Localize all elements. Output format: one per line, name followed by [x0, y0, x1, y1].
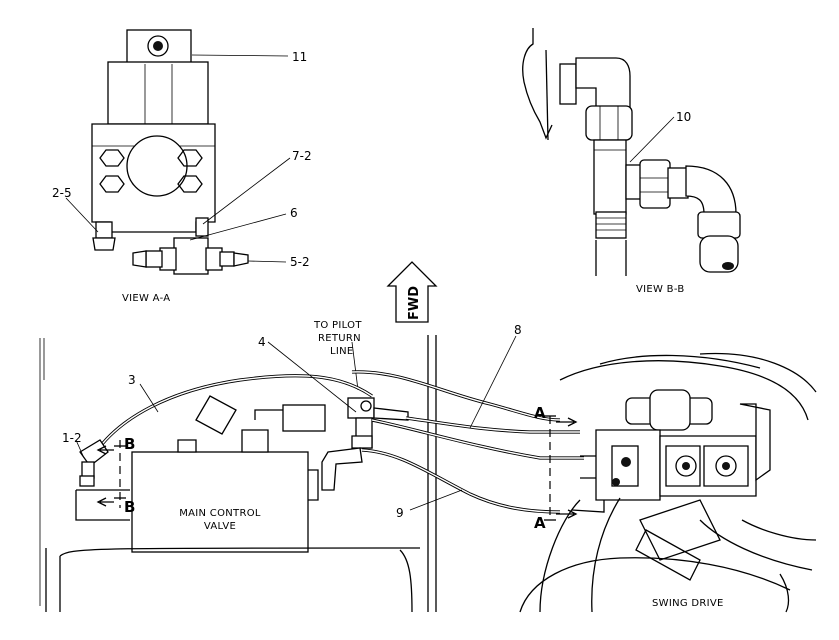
section-a-marks	[544, 415, 578, 521]
swing-drive-label: SWING DRIVE	[652, 598, 724, 609]
hose-3	[79, 374, 373, 487]
hose-8	[371, 416, 584, 460]
fwd-label: FWD	[407, 286, 422, 320]
section-mark-a-bottom: A	[534, 514, 546, 532]
mcv-label-line1: MAIN CONTROL	[179, 508, 261, 519]
swing-drive-motor	[519, 352, 817, 613]
section-b-marks	[96, 440, 126, 508]
manifold-fitting	[347, 397, 409, 449]
callout-4: 4	[258, 335, 266, 349]
pilot-return-label-line3: LINE	[330, 346, 354, 357]
main-control-valve: MAIN CONTROL VALVE	[45, 395, 420, 613]
hose-9	[321, 447, 561, 514]
section-mark-a-top: A	[534, 404, 546, 422]
callout-10: 10	[676, 110, 691, 124]
callout-11: 11	[292, 50, 307, 64]
callout-7-2: 7-2	[292, 149, 312, 163]
view-b-assembly	[522, 28, 741, 276]
section-mark-b-bottom: B	[124, 498, 135, 516]
view-a-caption: VIEW A-A	[122, 293, 170, 304]
callout-8: 8	[514, 323, 522, 337]
callout-2-5: 2-5	[52, 186, 72, 200]
callout-6: 6	[290, 206, 298, 220]
forward-arrow: FWD	[386, 261, 438, 323]
pilot-return-label-line2: RETURN	[318, 333, 361, 344]
callout-5-2: 5-2	[290, 255, 310, 269]
view-b-caption: VIEW B-B	[636, 284, 685, 295]
pilot-return-label-line1: TO PILOT	[313, 320, 362, 331]
section-mark-b-top: B	[124, 435, 135, 453]
callout-9: 9	[396, 506, 404, 520]
view-a-assembly	[91, 29, 249, 275]
callout-1-2: 1-2	[62, 431, 82, 445]
mcv-label-line2: VALVE	[204, 521, 236, 532]
hose-pilot	[351, 370, 561, 422]
callout-3: 3	[128, 373, 136, 387]
